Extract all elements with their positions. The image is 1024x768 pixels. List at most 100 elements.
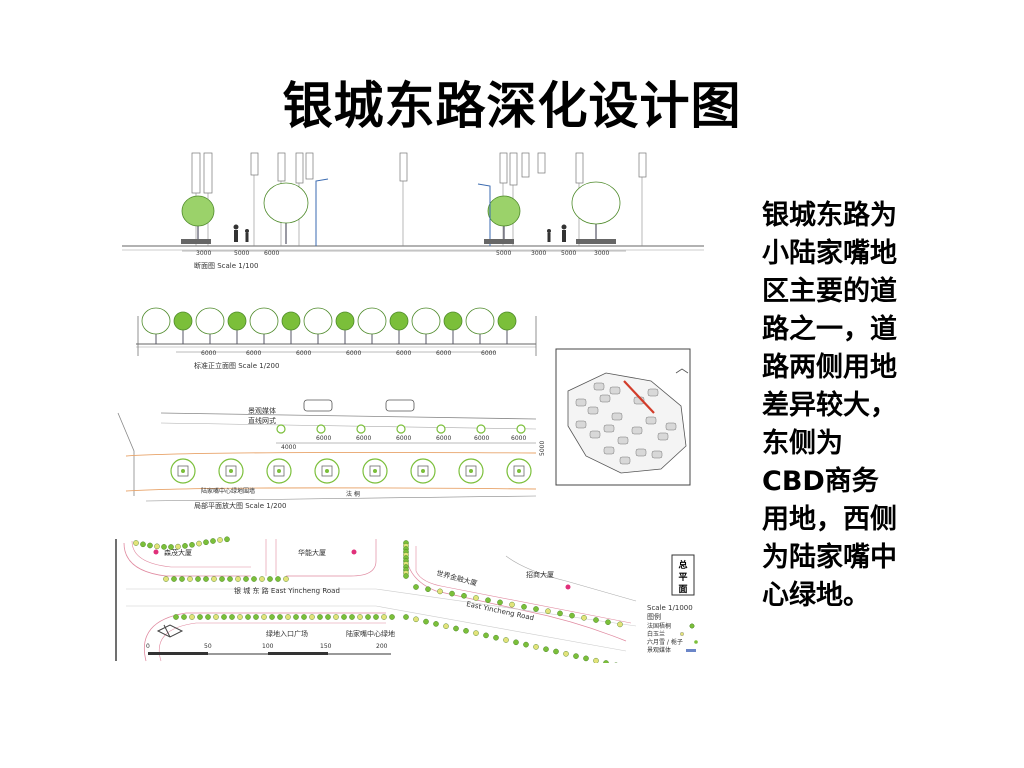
master-plan-tree (553, 648, 559, 655)
map-block (617, 436, 629, 445)
tree-canopy (281, 311, 301, 331)
tree-canopy (195, 307, 225, 335)
master-plan-tree (545, 608, 551, 615)
tree-canopy (227, 311, 247, 331)
master-plan-tree (229, 614, 235, 620)
master-plan-tree (605, 619, 611, 626)
tree-canopy (249, 307, 279, 335)
map-block (611, 412, 623, 421)
tree-canopy (389, 311, 409, 331)
map-block (657, 432, 669, 441)
tree-grate (321, 465, 333, 477)
dim-label: 6000 (474, 435, 489, 442)
master-plan-tree (497, 599, 503, 606)
plan-label: 陆家嘴中心绿地围墙 (201, 487, 255, 495)
master-plan-tree (235, 576, 241, 582)
tree-canopy (173, 311, 193, 331)
master-plan-tree (317, 614, 323, 620)
map-block (647, 388, 659, 397)
description-line: 为陆家嘴中 (762, 542, 897, 573)
road-label: 银 城 东 路 East Yincheng Road (234, 586, 340, 595)
description-line: 差异较大， (762, 390, 897, 421)
plan-label: 法 桐 (346, 490, 360, 498)
master-plan-tree (173, 614, 179, 620)
master-plan-tree (473, 595, 479, 601)
master-plan-tree (133, 540, 139, 546)
area-label: 陆家嘴中心绿地 (346, 629, 395, 638)
dim-label: 5000 (561, 250, 576, 257)
map-block (609, 386, 621, 395)
description-line: 路之一，道 (762, 314, 897, 345)
tree-canopy (357, 307, 387, 335)
master-plan-scale: Scale 1/1000 (647, 604, 693, 612)
legend-item: 六月雪 / 栀子 (647, 638, 683, 646)
master-plan-tree (189, 542, 195, 548)
master-plan-tree (493, 634, 499, 641)
tree-grate (273, 465, 285, 477)
master-plan-tree (285, 614, 291, 620)
map-block (593, 382, 605, 391)
master-plan-tree (513, 639, 519, 646)
master-plan-tree (277, 614, 283, 620)
tree-grate (513, 465, 525, 477)
master-plan-tree (463, 627, 469, 634)
building-label: 招商大厦 (526, 570, 554, 579)
master-plan-tree (523, 641, 529, 648)
master-plan-tree (224, 536, 230, 543)
master-plan-tree (461, 592, 467, 599)
master-plan-tree (617, 621, 623, 628)
plan-tree-small (316, 424, 326, 434)
master-plan-tree (217, 537, 223, 543)
dim-label: 3000 (196, 250, 211, 257)
area-label: 绿地入口广场 (266, 629, 308, 638)
description-line: 银城东路为 (762, 200, 897, 231)
master-plan-tree (373, 614, 379, 620)
map-block (575, 420, 587, 429)
tree-canopy (303, 307, 333, 335)
tree-grate (417, 465, 429, 477)
master-plan: 森茂大厦 华能大厦 世界金融大厦 招商大厦 银 城 东 路 East Yinch… (115, 536, 698, 663)
dim-label: 5000 (539, 441, 546, 456)
master-plan-tree (301, 614, 307, 620)
master-plan-tree (283, 576, 289, 582)
master-plan-tree (437, 588, 443, 595)
master-plan-tree (483, 632, 489, 639)
legend-title: 图例 (647, 612, 661, 621)
tree-canopy (497, 311, 517, 331)
master-plan-tree (221, 614, 227, 620)
cross-section: 3000 5000 6000 5000 3000 5000 3000 断面图 S… (122, 152, 704, 270)
design-drawing: 3000 5000 6000 5000 3000 5000 3000 断面图 S… (106, 151, 710, 663)
plan-tree-small (276, 424, 286, 434)
master-plan-tree (593, 617, 599, 623)
tree-trunk-dot (421, 469, 425, 473)
master-plan-tree (543, 646, 549, 653)
scale-tick: 100 (262, 643, 274, 650)
tree-trunk-dot (373, 469, 377, 473)
master-plan-tree (163, 576, 169, 582)
location-map (555, 348, 691, 486)
master-plan-tree (181, 614, 187, 620)
master-plan-tree (251, 576, 257, 582)
building-label: 华能大厦 (298, 548, 326, 557)
description-line: 小陆家嘴地 (762, 238, 897, 269)
master-plan-tree (182, 543, 188, 549)
master-plan-tree (485, 597, 491, 604)
plan-tree-small (396, 424, 406, 434)
tree-grate (369, 465, 381, 477)
map-block (599, 394, 611, 403)
elevation-caption: 标准正立面图 Scale 1/200 (194, 361, 279, 370)
master-plan-tree (403, 614, 409, 620)
dim-label: 3000 (531, 250, 546, 257)
plan-caption: 局部平面放大图 Scale 1/200 (194, 501, 286, 510)
scale-tick: 200 (376, 643, 388, 650)
description-line: 东侧为 (762, 428, 843, 459)
tree-trunk-dot (517, 469, 521, 473)
tree-trunk-dot (325, 469, 329, 473)
master-plan-tree (293, 614, 299, 620)
slide-title: 银城东路深化设计图 (282, 76, 742, 135)
master-plan-tree (261, 614, 267, 620)
dim-label: 6000 (316, 435, 331, 442)
dim-label: 6000 (356, 435, 371, 442)
master-plan-tree (593, 657, 599, 663)
master-plan-tree (533, 606, 539, 612)
